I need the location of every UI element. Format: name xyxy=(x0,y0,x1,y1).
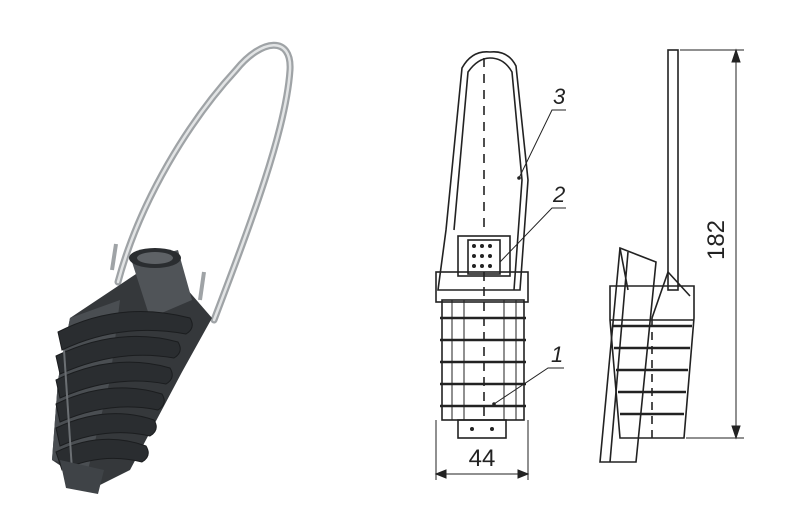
side-rod xyxy=(667,49,679,291)
leader-2 xyxy=(499,207,566,263)
side-wedge xyxy=(599,246,657,463)
clamp-ribs xyxy=(55,311,193,471)
front-view-drawing xyxy=(434,50,566,480)
side-rib-lines xyxy=(612,324,692,416)
callout-label-1: 1 xyxy=(551,342,563,367)
rib-lines xyxy=(440,316,526,408)
callout-label-2: 2 xyxy=(552,182,565,207)
leader-3 xyxy=(518,109,566,179)
wedge-outline xyxy=(437,50,529,291)
clamp-body-outline xyxy=(435,271,529,303)
height-dimension-value: 182 xyxy=(703,220,730,260)
width-dimension-value: 44 xyxy=(469,445,496,472)
callout-label-3: 3 xyxy=(553,84,566,109)
clamp-photo xyxy=(52,41,294,494)
clamp-body xyxy=(52,248,212,494)
height-dimension xyxy=(680,48,744,440)
width-dimension xyxy=(434,420,530,480)
leader-1 xyxy=(493,367,564,405)
side-view-drawing xyxy=(599,48,744,463)
